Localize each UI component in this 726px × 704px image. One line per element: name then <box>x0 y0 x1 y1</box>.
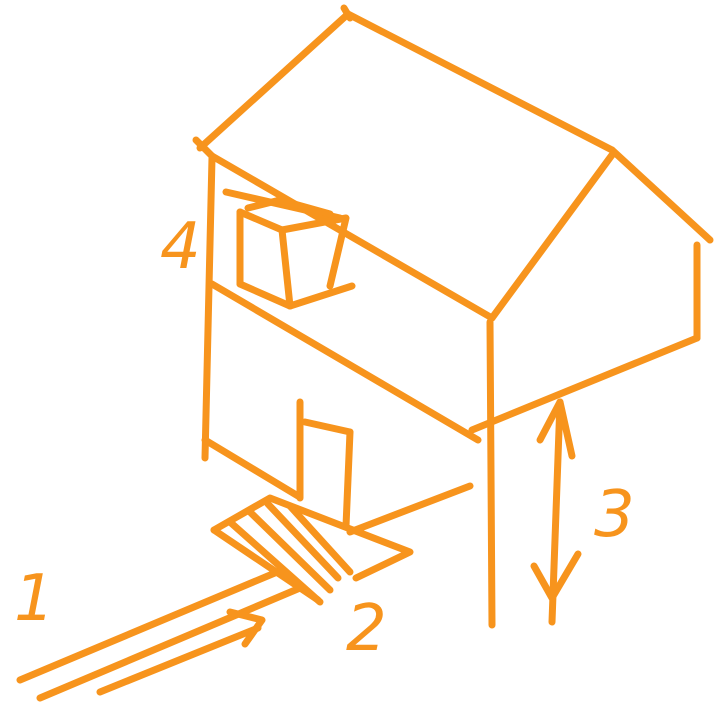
road-line-2 <box>40 588 300 698</box>
roof-front-slope <box>200 14 612 150</box>
label-3: 3 <box>594 478 635 552</box>
label-1: 1 <box>14 562 55 636</box>
door-right <box>346 432 350 526</box>
roof-valley <box>492 155 612 318</box>
label-2: 2 <box>346 592 387 666</box>
front-wall-corner <box>490 322 492 625</box>
front-wall-left-edge <box>205 158 212 458</box>
door-top <box>305 422 350 432</box>
ground-line-left <box>205 440 298 496</box>
floor-line <box>212 284 478 440</box>
road-line-1 <box>20 570 282 680</box>
ground-line-right <box>350 486 470 532</box>
window-box-bottom <box>240 284 352 306</box>
roof-ridge-right <box>612 150 710 240</box>
label-4: 4 <box>160 210 201 284</box>
side-wall-bottom <box>472 338 697 430</box>
